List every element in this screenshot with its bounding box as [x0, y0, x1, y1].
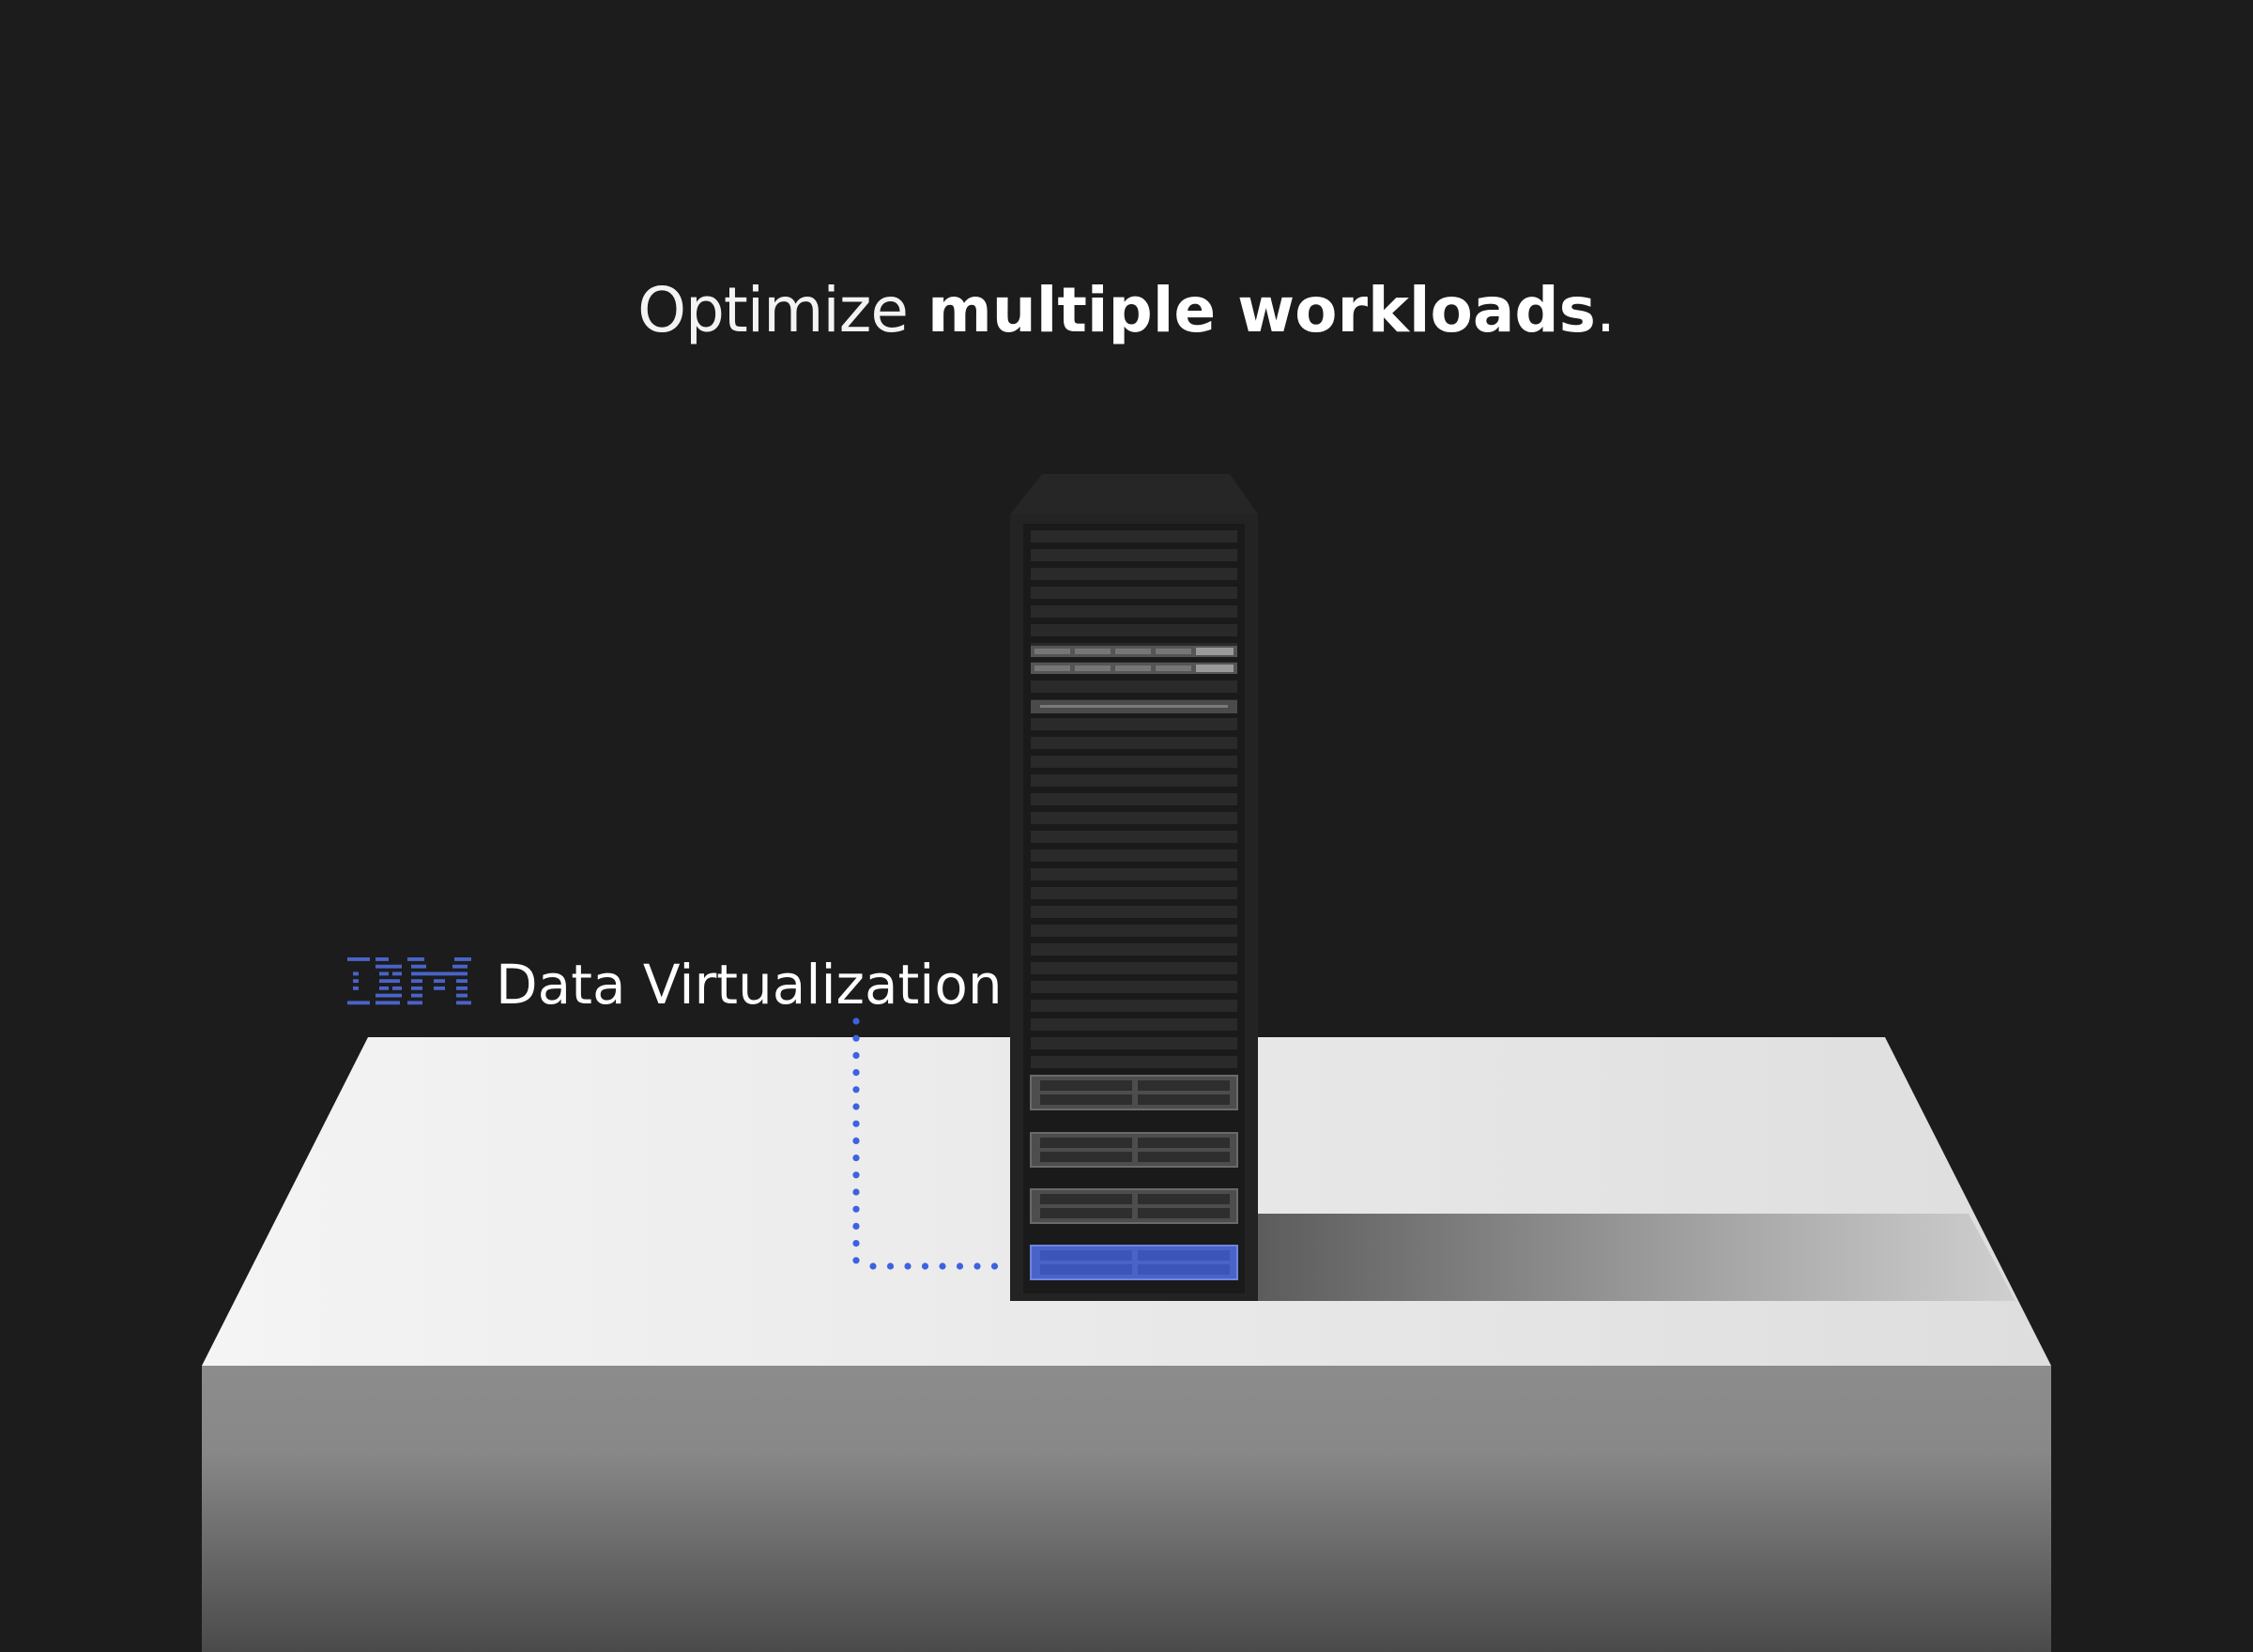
- connector-dot: [973, 1262, 981, 1270]
- rack-slots: [1031, 530, 1237, 1068]
- connector-dot: [852, 1069, 860, 1077]
- rack-slot: [1031, 568, 1237, 580]
- rack-slot: [1031, 624, 1237, 636]
- rack-slot: [1031, 849, 1237, 862]
- product-label: Data Virtualization: [347, 943, 1003, 1026]
- connector-dot: [852, 1137, 860, 1144]
- rack-unit-highlighted: [1030, 1245, 1238, 1280]
- rack-slot: [1031, 1018, 1237, 1031]
- connector-dot: [852, 1205, 860, 1213]
- rack-slot: [1031, 587, 1237, 599]
- connector-dot: [939, 1262, 946, 1270]
- headline-light-text: Optimize: [637, 274, 909, 346]
- connector-dot: [852, 1120, 860, 1127]
- ibm-logo-icon: [347, 957, 471, 1005]
- rack-slot: [1031, 1000, 1237, 1012]
- rack-unit-small: [1031, 663, 1237, 674]
- connector-dot: [852, 1051, 860, 1059]
- connector-dot: [904, 1262, 912, 1270]
- connector-dot: [852, 1017, 860, 1025]
- rack-shadow: [1258, 1214, 2015, 1301]
- rack-slot: [1031, 943, 1237, 956]
- rack-slot: [1031, 681, 1237, 693]
- headline-bold-text: multiple workloads: [927, 274, 1596, 346]
- connector-dot: [852, 1034, 860, 1042]
- headline-period: .: [1595, 274, 1616, 346]
- connector-dot: [852, 1257, 860, 1264]
- rack-slot: [1031, 906, 1237, 918]
- rack-slot: [1031, 737, 1237, 749]
- connector-dot: [852, 1240, 860, 1247]
- rack-unit-switch: [1031, 700, 1237, 713]
- rack-unit-server: [1030, 1075, 1238, 1110]
- rack-slot: [1031, 1056, 1237, 1068]
- rack-slot: [1031, 831, 1237, 843]
- rack-slot: [1031, 925, 1237, 937]
- rack-slot: [1031, 981, 1237, 993]
- platform: [202, 1037, 2051, 1652]
- rack-slot: [1031, 812, 1237, 824]
- connector-dot: [852, 1155, 860, 1162]
- rack-units: [1030, 646, 1238, 1280]
- headline: Optimize multiple workloads.: [0, 266, 2253, 356]
- rack-unit-server: [1030, 1132, 1238, 1168]
- connector-dot: [852, 1171, 860, 1179]
- rack-slot: [1031, 718, 1237, 730]
- rack-slot: [1031, 868, 1237, 880]
- rack-slot: [1031, 756, 1237, 768]
- connector-dot: [869, 1262, 877, 1270]
- rack-slot: [1031, 605, 1237, 618]
- rack-unit-server: [1030, 1188, 1238, 1224]
- connector-dot: [956, 1262, 964, 1270]
- connector-dot: [886, 1262, 895, 1270]
- rack-slot: [1031, 549, 1237, 561]
- server-rack: [1010, 474, 1258, 1301]
- rack-unit-small: [1031, 646, 1237, 657]
- connector-dot: [852, 1086, 860, 1094]
- rack-slot: [1031, 1037, 1237, 1049]
- connector-dot: [852, 1222, 860, 1230]
- product-name: Data Virtualization: [496, 953, 1003, 1017]
- rack-slot: [1031, 774, 1237, 787]
- rack-slot: [1031, 887, 1237, 899]
- connector-dot: [852, 1188, 860, 1196]
- connector-dot: [852, 1103, 860, 1110]
- connector-line: [852, 1017, 999, 1270]
- connector-dot: [990, 1262, 999, 1270]
- platform-front: [202, 1366, 2051, 1652]
- rack-slot: [1031, 793, 1237, 805]
- connector-dot: [921, 1262, 929, 1270]
- rack-slot: [1031, 962, 1237, 974]
- rack-slot: [1031, 530, 1237, 543]
